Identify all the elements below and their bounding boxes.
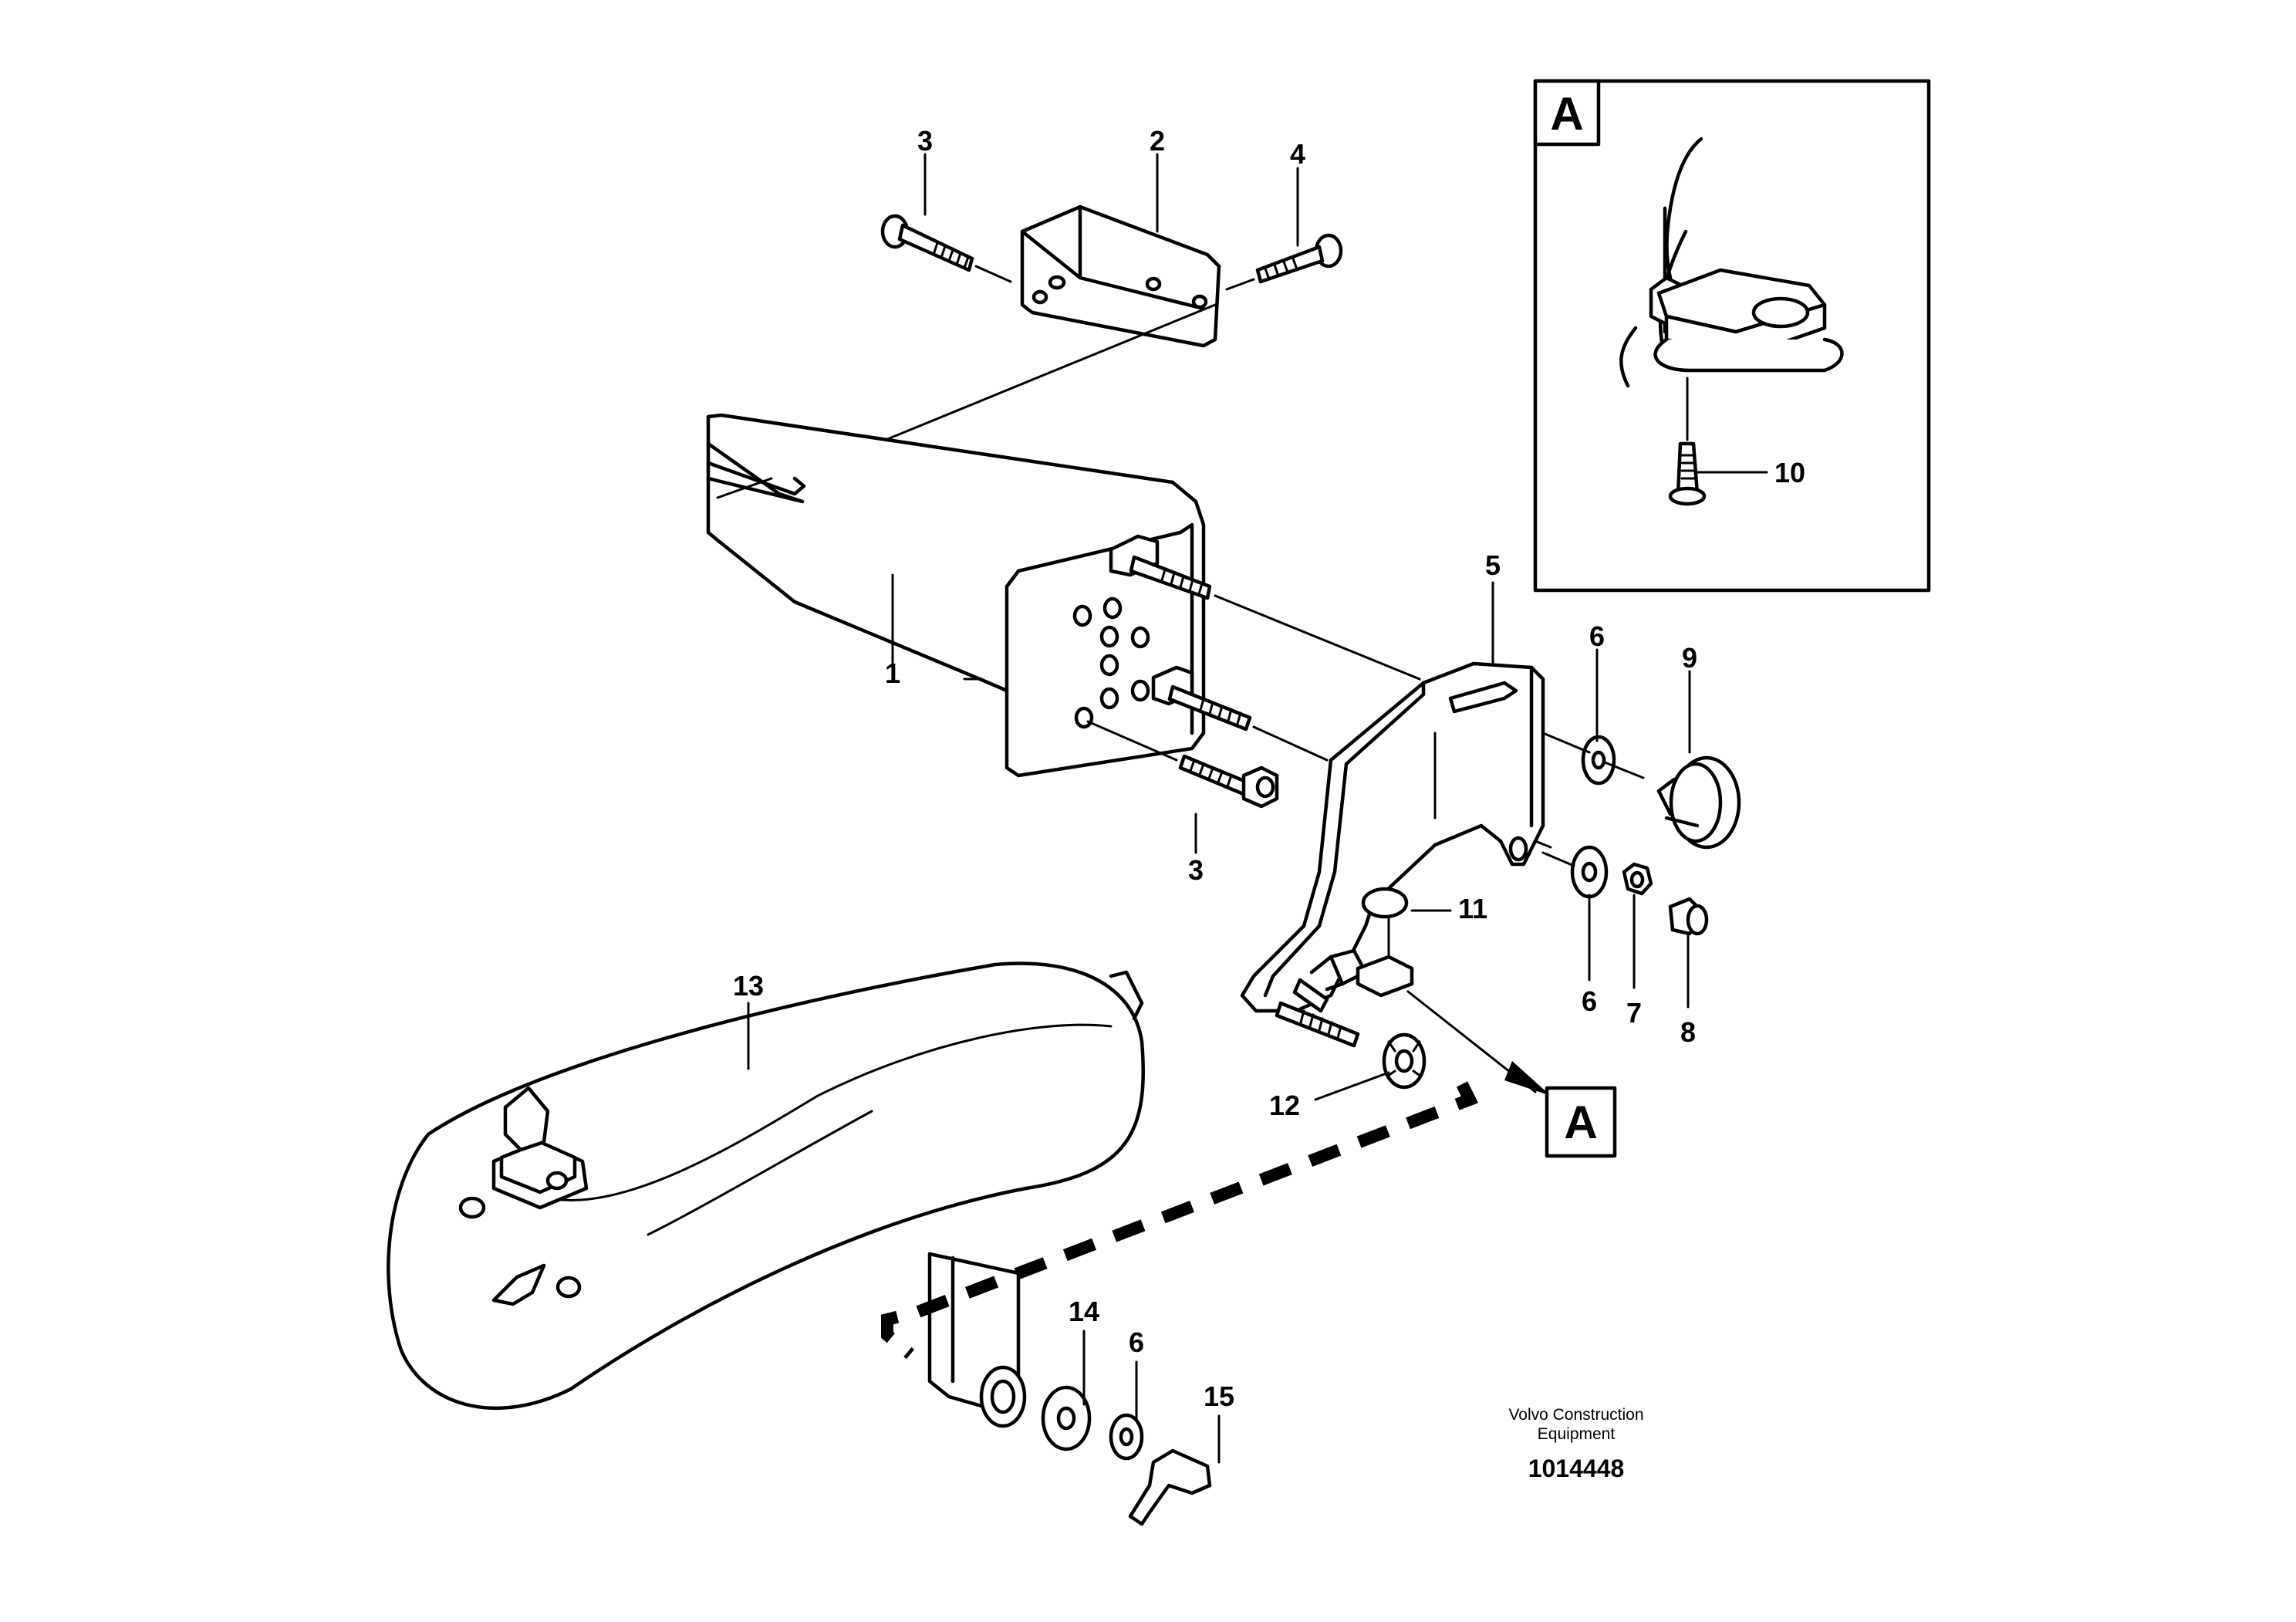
callout-5: 5 bbox=[1485, 549, 1501, 581]
drawing-number: 1014448 bbox=[1528, 1455, 1625, 1482]
armrest-part-13 bbox=[387, 961, 1146, 1428]
leader-lines bbox=[747, 153, 1691, 1464]
detail-view-label: A bbox=[1550, 88, 1583, 140]
washer-part-6-mid bbox=[1541, 845, 1609, 899]
detail-ref-label: A bbox=[1564, 1097, 1597, 1148]
company-name-line1: Volvo Construction bbox=[1508, 1406, 1643, 1424]
lockwasher-part-12 bbox=[1382, 1032, 1427, 1090]
callout-11: 11 bbox=[1458, 893, 1487, 924]
callout-7: 7 bbox=[1626, 997, 1642, 1029]
callout-3-lower: 3 bbox=[1188, 854, 1204, 886]
detail-view-a bbox=[1533, 79, 1931, 593]
knob-part-9 bbox=[1656, 755, 1741, 850]
washer-part-6-lower bbox=[1109, 1413, 1144, 1461]
callout-15: 15 bbox=[1204, 1380, 1234, 1412]
callout-3-upper: 3 bbox=[917, 125, 933, 157]
screw-part-3-upper bbox=[880, 214, 1012, 283]
cap-part-8 bbox=[1668, 897, 1709, 936]
callout-6-upper: 6 bbox=[1589, 620, 1605, 652]
screw-part-3-lower bbox=[1086, 720, 1279, 809]
callout-2: 2 bbox=[1150, 125, 1165, 157]
callout-6-mid: 6 bbox=[1582, 985, 1597, 1017]
nut-part-7 bbox=[1622, 862, 1653, 896]
callout-13: 13 bbox=[733, 970, 764, 1002]
install-path-dashed-line bbox=[881, 1081, 1479, 1360]
bracket-part-2 bbox=[1020, 204, 1221, 348]
screw-part-4 bbox=[1225, 233, 1343, 291]
callout-8: 8 bbox=[1680, 1016, 1696, 1048]
bracket-part-5 bbox=[1240, 661, 1552, 1096]
lever-part-15 bbox=[1128, 1448, 1212, 1526]
callout-12: 12 bbox=[1269, 1090, 1300, 1121]
callout-1: 1 bbox=[885, 657, 900, 689]
bracket-part-1 bbox=[706, 303, 1421, 778]
callout-4: 4 bbox=[1290, 138, 1305, 170]
callout-10: 10 bbox=[1774, 457, 1805, 488]
detail-ref-box bbox=[1545, 1086, 1617, 1158]
callout-14: 14 bbox=[1069, 1296, 1099, 1327]
company-name-line2: Equipment bbox=[1538, 1425, 1616, 1443]
callout-6-lower: 6 bbox=[1129, 1326, 1144, 1358]
washer-part-14 bbox=[1041, 1385, 1092, 1451]
callout-9: 9 bbox=[1682, 642, 1697, 674]
washer-part-6-upper bbox=[1541, 732, 1645, 786]
